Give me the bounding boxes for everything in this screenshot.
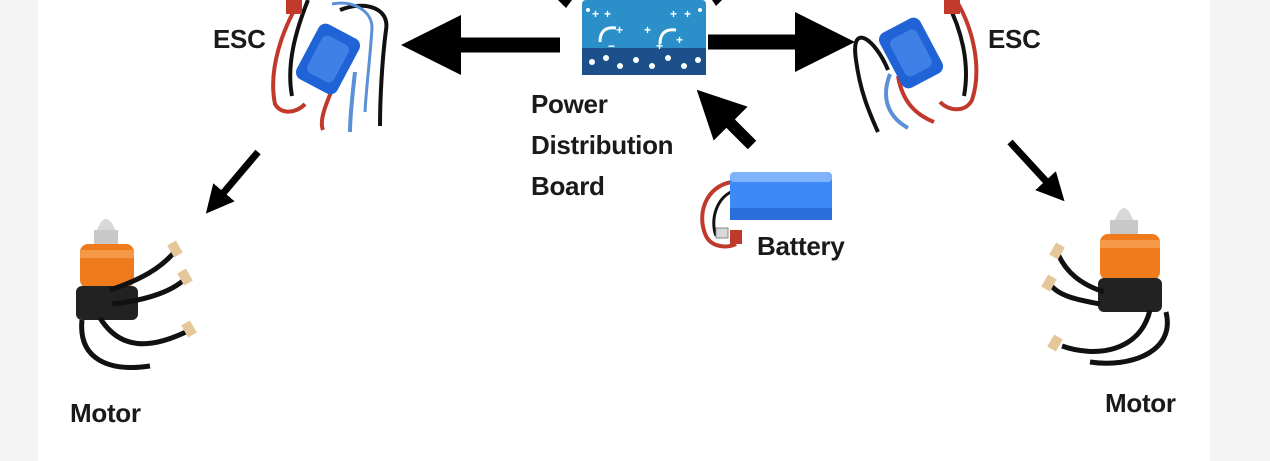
arrow-right-esc-to-motor	[1007, 139, 1065, 202]
svg-text:+: +	[616, 23, 623, 37]
svg-text:+: +	[670, 7, 677, 21]
pdb-label-line3: Board	[531, 171, 605, 201]
arrow-top-left-fragment	[558, 0, 572, 8]
diagram-background	[38, 0, 1210, 461]
battery-label: Battery	[757, 231, 845, 261]
motor-right-label: Motor	[1105, 388, 1176, 418]
arrow-battery-to-pdb	[696, 89, 757, 150]
svg-text:+: +	[592, 7, 599, 21]
motor-left-icon	[76, 219, 197, 370]
power-distribution-board-icon: + + + + + + − + +	[582, 0, 706, 75]
battery-icon	[700, 172, 832, 249]
svg-text:+: +	[644, 23, 651, 37]
pdb-label-line1: Power	[531, 89, 608, 119]
arrow-top-right-fragment	[712, 0, 722, 6]
esc-right-icon	[853, 0, 979, 133]
arrow-left-esc-to-motor	[205, 149, 261, 214]
motor-right-icon	[1041, 208, 1170, 366]
pdb-label-line2: Distribution	[531, 130, 674, 160]
svg-text:+: +	[656, 39, 663, 53]
svg-text:+: +	[676, 33, 683, 47]
svg-text:+: +	[684, 7, 691, 21]
esc-left-label: ESC	[213, 24, 266, 54]
esc-right-label: ESC	[988, 24, 1041, 54]
svg-text:+: +	[604, 7, 611, 21]
svg-text:−: −	[608, 39, 615, 53]
esc-left-icon	[271, 0, 389, 133]
motor-left-label: Motor	[70, 398, 141, 428]
